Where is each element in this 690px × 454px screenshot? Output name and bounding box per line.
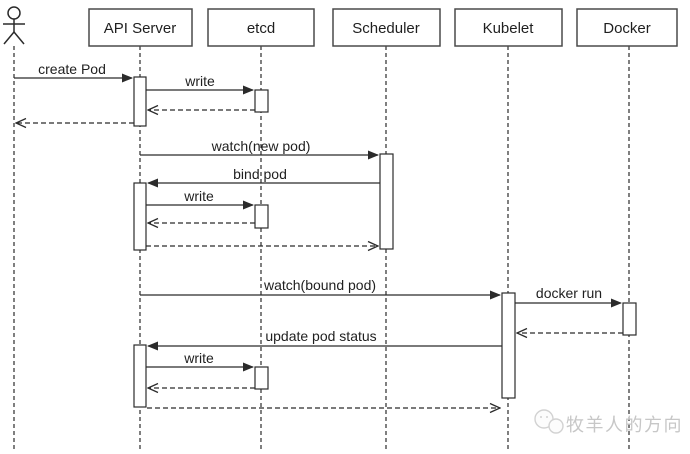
message-label-watch-new-pod: watch(new pod) [211,138,311,154]
message-label-write-2: write [183,188,214,204]
participant-api-server: API Server [88,8,193,47]
activation-scheduler [379,153,394,250]
activation-docker [622,302,637,336]
activation-api-server-2 [133,182,147,251]
message-label-update-pod-status: update pod status [265,328,376,344]
participant-label-docker: Docker [603,20,651,37]
activation-api-server-3 [133,344,147,408]
participant-kubelet: Kubelet [454,8,563,47]
activation-etcd-3 [254,366,269,390]
message-label-docker-run: docker run [536,285,602,301]
participant-box [207,8,315,47]
participant-box [332,8,441,47]
activation-etcd-1 [254,89,269,113]
participant-label-etcd: etcd [247,20,275,37]
message-label-write-3: write [183,350,214,366]
watermark: 牧羊人的方向 [534,409,683,436]
message-label-write-1: write [184,73,215,89]
participant-etcd: etcd [207,8,315,47]
activation-etcd-2 [254,204,269,229]
participant-box [88,8,193,47]
message-label-bind-pod: bind pod [233,166,287,182]
chat-bubbles-icon [534,409,564,434]
participant-scheduler: Scheduler [332,8,441,47]
activation-api-server-1 [133,76,147,127]
participant-box [576,8,678,47]
watermark-text: 牧羊人的方向 [566,415,683,436]
message-label-watch-bound-pod: watch(bound pod) [263,277,376,293]
participant-box [454,8,563,47]
activation-kubelet [501,292,516,399]
participant-label-kubelet: Kubelet [483,20,535,37]
participant-label-scheduler: Scheduler [352,20,420,37]
participant-docker: Docker [576,8,678,47]
actor-icon [3,6,25,45]
message-label-create-pod: create Pod [38,61,106,77]
participant-label-api-server: API Server [104,20,177,37]
